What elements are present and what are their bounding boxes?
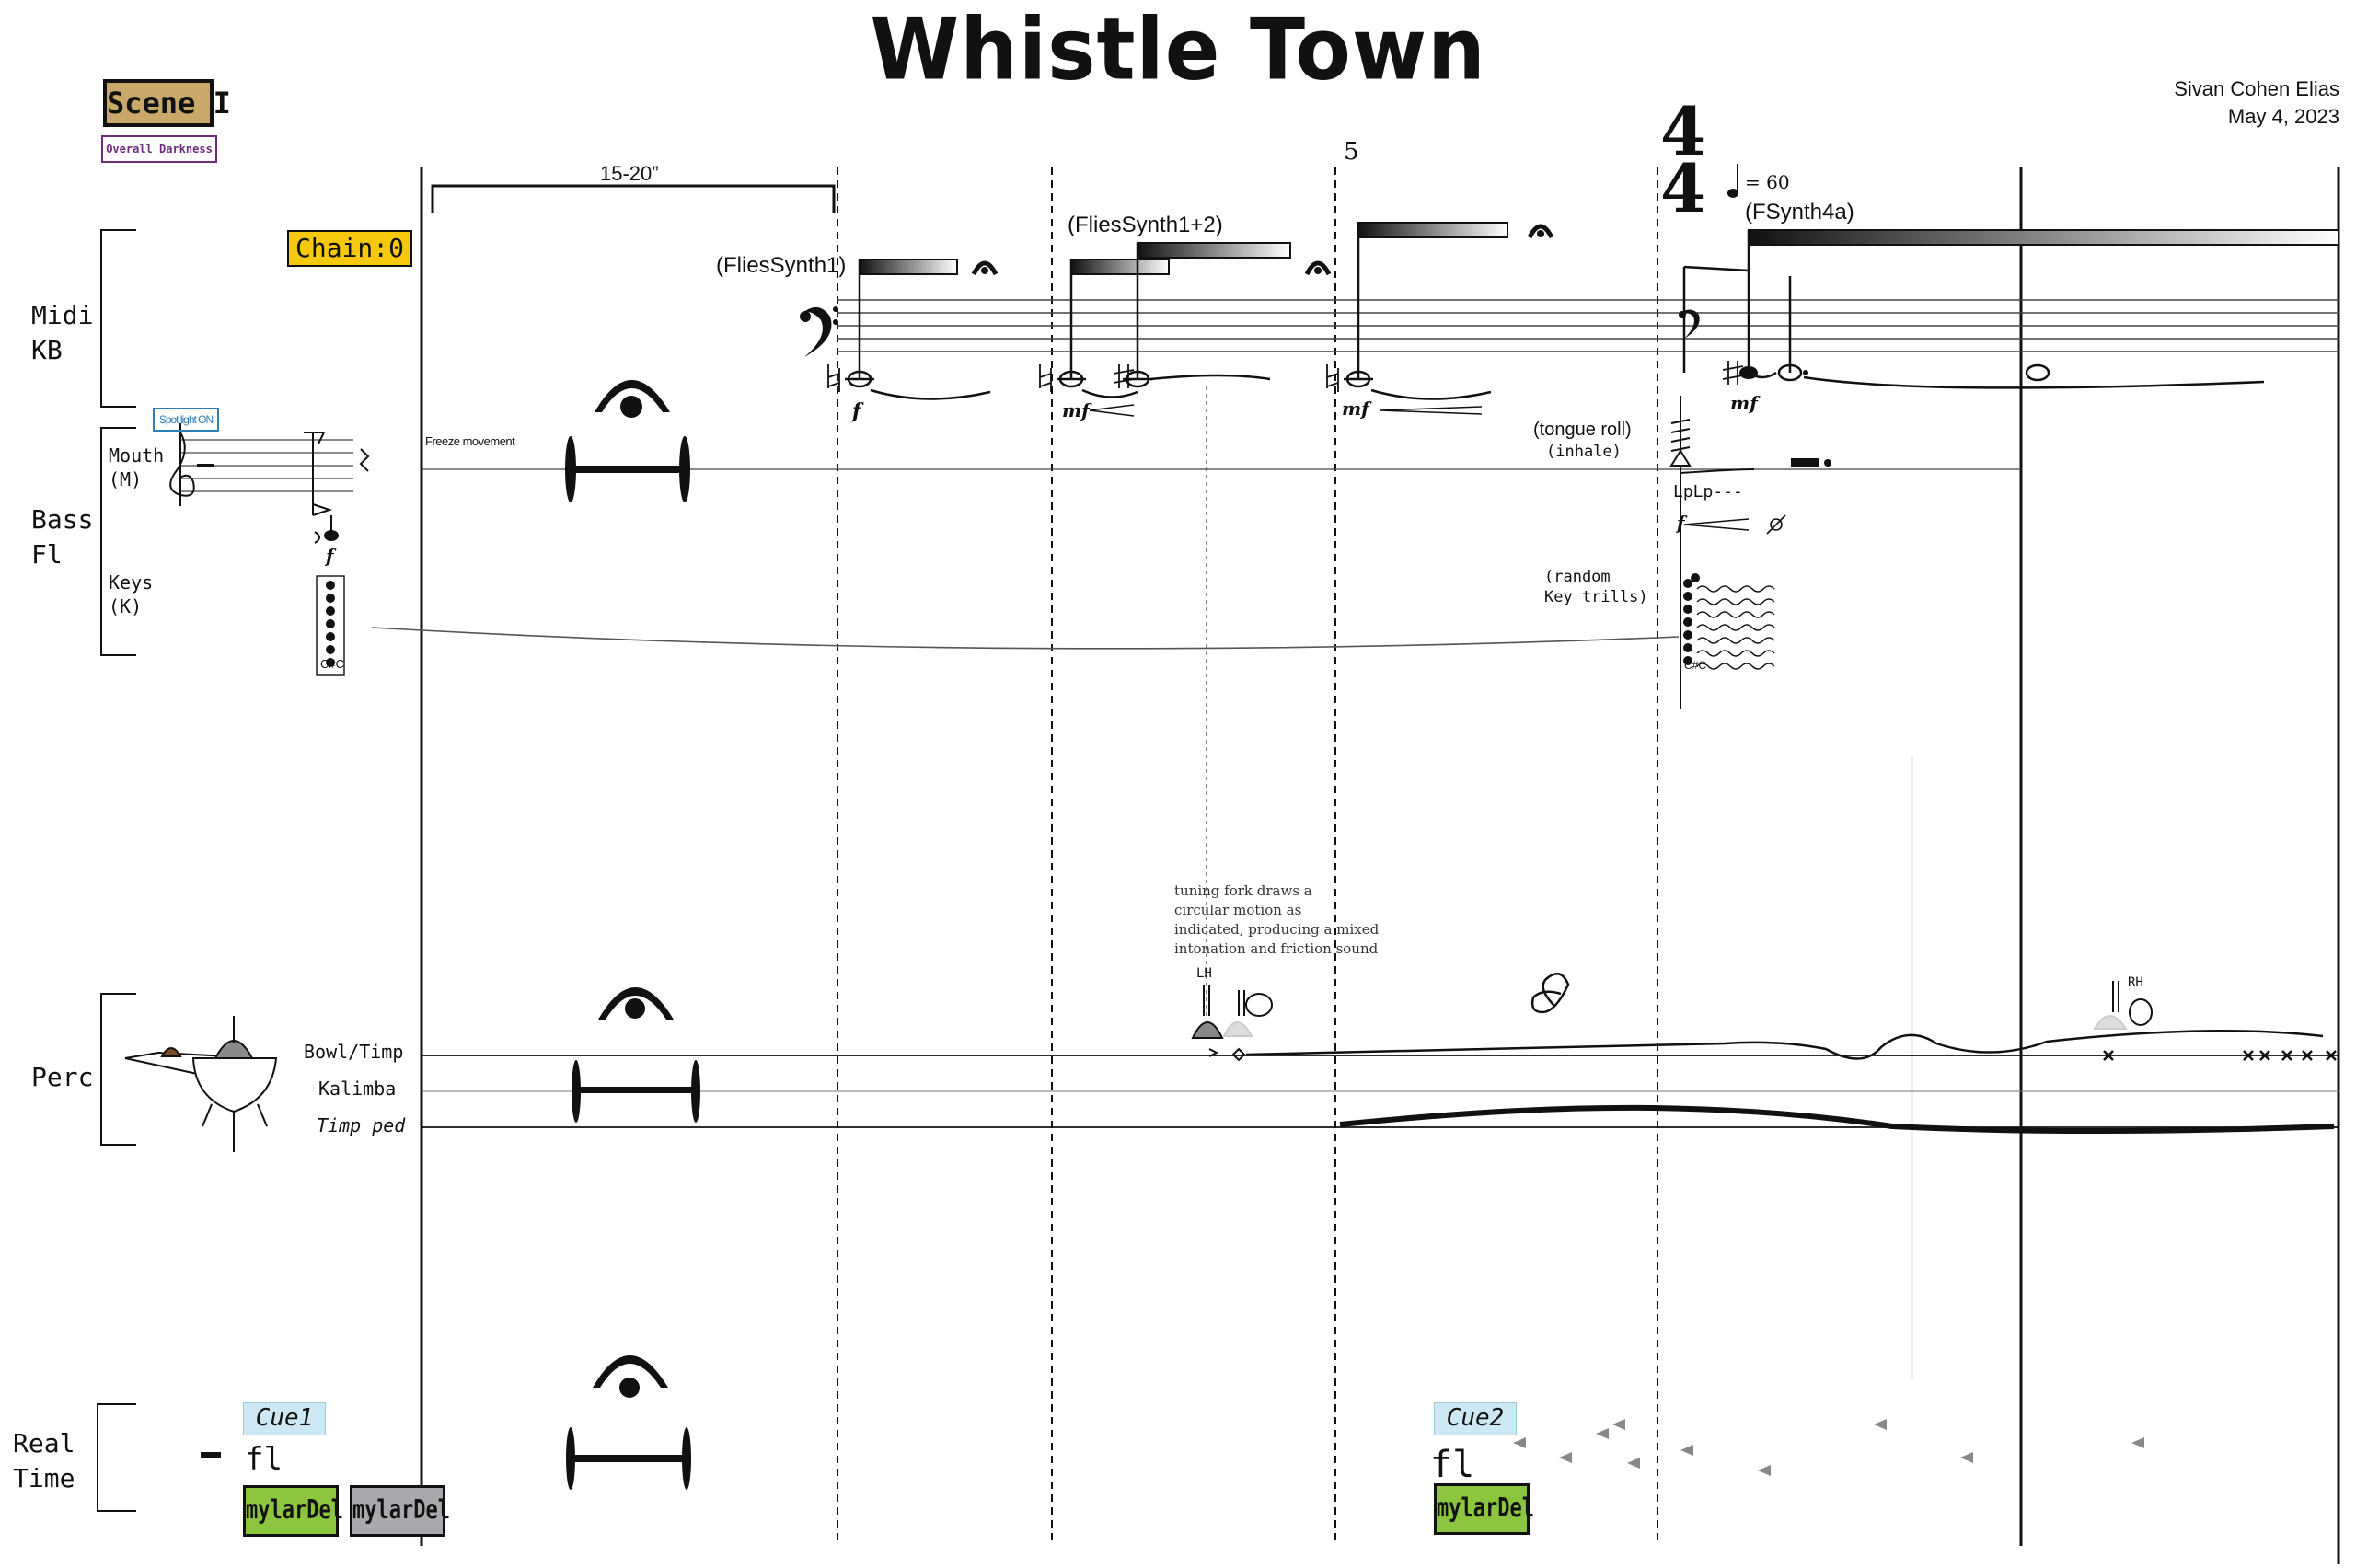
flute-long-rest [565,380,690,502]
instrument-brackets [97,229,136,1512]
synth4a-label: (FSynth4a) [1745,200,1854,225]
perc-x-noteheads [2103,1050,2337,1061]
label-bowl-timp: Bowl/Timp [304,1041,404,1063]
flute-long-slur [371,627,1680,650]
tuning-fork-lh [1191,985,1273,1062]
flute-dynamic-f-2: f [1677,512,1685,534]
midi-staff [837,299,2339,352]
flute-breve-rest [1791,458,1831,467]
cue1-badge: Cue1 [243,1402,326,1435]
bowl-circular-motion [1245,973,2324,1060]
rh-label: RH [2128,975,2143,990]
perc-long-rest [572,987,700,1123]
inhale-label: (inhale) [1546,443,1622,461]
composer-block: Sivan Cohen Elias May 4, 2023 [2174,75,2339,131]
tempo-marking: = 60 [1745,171,1790,193]
bass-clef-icon [800,306,838,357]
time-sig-bottom: 4 [1660,149,1707,227]
timp-pedal-curve [1339,1104,2335,1134]
tongue-roll: (tongue roll) [1533,420,1632,440]
flute-mouth-notehead [197,464,339,541]
fermata-dots [981,230,1544,274]
accidental-icons [827,361,1744,392]
measure-number: 5 [1344,138,1359,166]
label-keys: Keys(K) [109,571,154,617]
dynamic-mf-2: mf [1342,398,1369,420]
cue2-badge: Cue2 [1434,1402,1517,1435]
percussion-lines [422,1055,2339,1128]
composer-name: Sivan Cohen Elias [2174,77,2339,100]
realtime-long-rest [201,1355,691,1490]
csharp-label-1: C#C [320,657,345,671]
freeze-movement: Freeze movement [425,434,515,448]
spotlight-label: Spot light ON [153,408,219,432]
key-trills [1683,573,1775,670]
flute-tongue-roll [1669,396,1755,709]
mylardel-button-3[interactable]: mylarDel [1434,1483,1534,1535]
midi-notes [845,223,2265,400]
midi-bass-clef-2 [1679,309,1700,339]
dynamic-f: f [852,399,861,423]
fermata-icons [971,224,1554,276]
fl-label-2: fl [1430,1444,1475,1486]
synth1-label: (FliesSynth1) [716,253,847,278]
scene-label: Scene I [103,79,231,127]
key-diagram [316,575,345,676]
scene-note: Overall Darkness [101,135,217,163]
dynamic-mf-1: mf [1062,399,1090,421]
mylardel-button-1[interactable]: mylarDel [243,1485,343,1537]
flute-dynamic-f: f [326,545,334,567]
tempo-note-icon [1727,164,1738,198]
lplp-label: LpLp--- [1673,482,1743,502]
dynamic-mf-3: mf [1730,392,1758,414]
chain-label: Chain:0 [287,230,412,267]
label-mouth: Mouth(M) [109,444,165,490]
barlines [420,167,2340,1564]
composition-date: May 4, 2023 [2227,105,2339,128]
tuning-fork-rh [2093,981,2153,1030]
tuning-fork-note: tuning fork draws a circular motion as i… [1174,882,1380,957]
csharp-label-2: C#C [1684,659,1707,672]
duration-bracket [431,184,836,213]
instrument-perc: Perc [31,1062,94,1092]
fl-label-1: fl [245,1441,283,1478]
label-timp-ped: Timp ped [317,1114,406,1136]
midi-filled-note [1739,366,1808,379]
midi-wedges [859,222,2339,275]
time-sig-top: 4 [1660,92,1707,170]
hairpin-marks [1089,404,1786,535]
mylardel-button-2[interactable]: mylarDel [350,1485,450,1537]
delay-triangles [1513,1419,2144,1476]
duration-label: 15-20” [600,162,659,185]
page-title: Whistle Town [870,0,1486,99]
synth12-label: (FliesSynth1+2) [1068,213,1223,237]
timpani-icon [124,1016,278,1152]
lh-label: LH [1196,966,1212,981]
flute-mouth-notes [304,432,370,544]
label-kalimba: Kalimba [318,1078,397,1100]
treble-clef-icon [169,423,195,506]
